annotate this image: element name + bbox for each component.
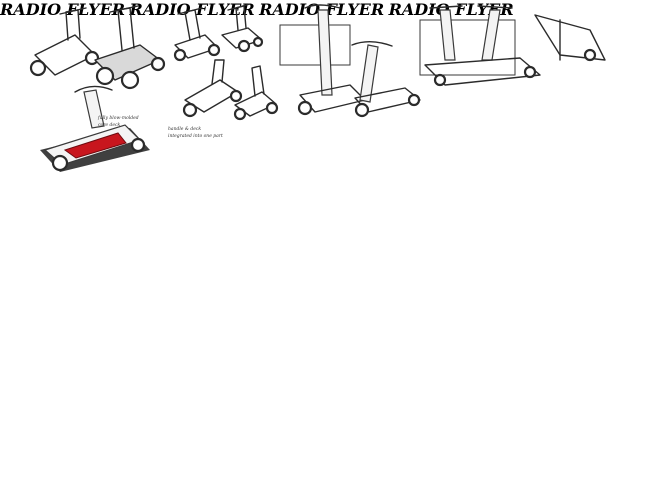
brand-logo-small: RADIO FLYER	[0, 0, 126, 19]
sketch-scooter-5	[182, 59, 243, 118]
sketch-scooter-4	[221, 3, 264, 53]
sketch-scooter-1	[29, 7, 100, 77]
brand-logo-exploded: RADIO FLYER	[129, 0, 255, 19]
sketch-scooter-2	[94, 5, 166, 90]
sketch-tall-scooter-d	[534, 14, 606, 62]
sketch-scooter-3	[173, 7, 221, 62]
sketch-exploded-scooter: RADIO FLYER	[129, 0, 260, 19]
sketch-red-deck-left	[40, 85, 150, 172]
annotation-note-b: core deck	[98, 123, 121, 128]
sketch-tall-scooter-a	[279, 4, 366, 116]
render-red-scooter-small: RADIO FLYER	[0, 0, 130, 19]
annotation-note-d: integrated into one part	[168, 134, 223, 139]
sketch-tall-scooter-c	[419, 5, 541, 87]
annotation-note-c: handle & deck	[168, 127, 202, 132]
sketch-scooter-6	[233, 65, 279, 121]
annotation-note-a: fully blow-molded	[98, 116, 139, 121]
brand-logo-deck: RADIO FLYER	[388, 0, 514, 19]
sketch-tall-scooter-b	[351, 41, 421, 118]
